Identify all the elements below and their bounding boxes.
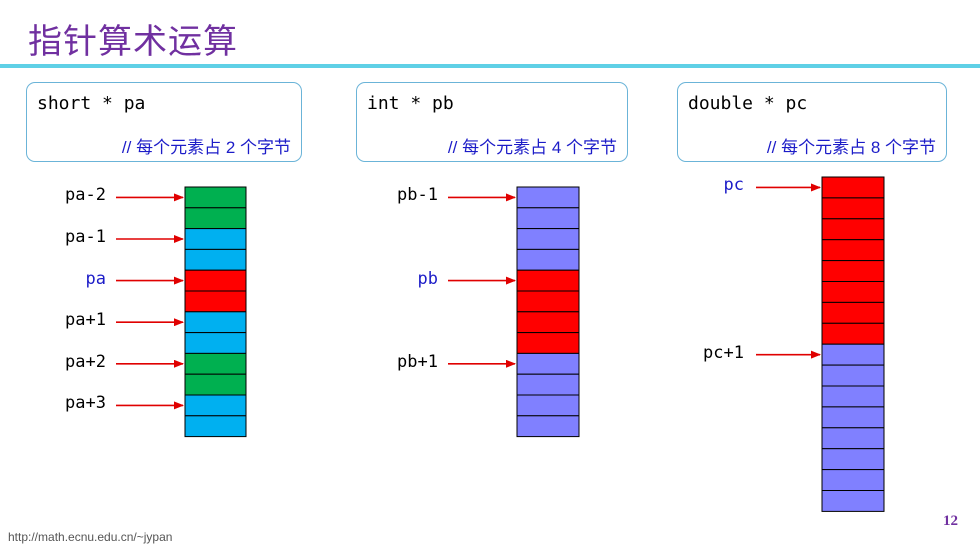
memory-byte-cell — [821, 197, 885, 220]
memory-byte-cell — [516, 186, 580, 209]
declaration-code: short * pa — [37, 93, 146, 114]
memory-byte-cell — [184, 290, 247, 313]
memory-byte-cell — [821, 322, 885, 345]
declaration-comment: // 每个元素占 8 个字节 — [766, 138, 936, 157]
pointer-label: pb+1 — [397, 351, 438, 372]
memory-byte-cell — [516, 311, 580, 334]
memory-byte-cell — [821, 427, 885, 450]
memory-byte-cell — [184, 248, 247, 271]
title-divider — [0, 64, 980, 68]
pointer-label: pb — [417, 268, 438, 289]
pointer-label: pb-1 — [397, 185, 438, 206]
memory-byte-cell — [516, 207, 580, 230]
declaration-box-int: int * pb // 每个元素占 4 个字节 — [356, 82, 628, 162]
memory-byte-cell — [821, 343, 885, 366]
memory-byte-cell — [821, 176, 885, 199]
pointer-label: pc+1 — [703, 342, 744, 363]
pointer-label: pc — [723, 175, 744, 196]
memory-byte-cell — [516, 352, 580, 375]
memory-byte-cell — [184, 373, 247, 396]
memory-byte-cell — [821, 364, 885, 387]
memory-byte-cell — [184, 228, 247, 250]
memory-byte-cell — [184, 207, 247, 230]
memory-byte-cell — [184, 394, 247, 417]
memory-byte-cell — [821, 469, 885, 492]
memory-byte-cell — [184, 332, 247, 354]
memory-byte-cell — [821, 448, 885, 471]
memory-byte-cell — [821, 406, 885, 429]
memory-byte-cell — [184, 311, 247, 334]
memory-byte-cell — [516, 228, 580, 250]
memory-byte-cell — [184, 269, 247, 292]
memory-byte-cell — [821, 239, 885, 262]
pointer-label: pa+2 — [65, 351, 106, 372]
memory-byte-cell — [821, 301, 885, 324]
memory-byte-cell — [516, 415, 580, 438]
memory-byte-cell — [516, 394, 580, 417]
footer-url: http://math.ecnu.edu.cn/~jypan — [8, 530, 173, 544]
declaration-box-short: short * pa // 每个元素占 2 个字节 — [26, 82, 302, 162]
memory-byte-cell — [184, 352, 247, 375]
memory-byte-cell — [184, 415, 247, 438]
declaration-code: double * pc — [688, 93, 808, 114]
memory-byte-cell — [821, 260, 885, 283]
slide-title: 指针算术运算 — [28, 22, 238, 62]
memory-byte-cell — [821, 218, 885, 241]
memory-byte-cell — [516, 373, 580, 396]
pointer-label: pa-2 — [65, 185, 106, 206]
pointer-label: pa+1 — [65, 310, 106, 331]
memory-byte-cell — [516, 332, 580, 354]
memory-byte-cell — [821, 490, 885, 512]
memory-byte-cell — [184, 186, 247, 209]
declaration-comment: // 每个元素占 4 个字节 — [447, 138, 617, 157]
declaration-comment: // 每个元素占 2 个字节 — [121, 138, 291, 157]
memory-byte-cell — [821, 385, 885, 408]
memory-byte-cell — [516, 290, 580, 313]
memory-byte-cell — [516, 269, 580, 292]
memory-byte-cell — [516, 248, 580, 271]
pointer-label: pa-1 — [65, 227, 106, 247]
declaration-box-double: double * pc // 每个元素占 8 个字节 — [677, 82, 947, 162]
declaration-code: int * pb — [367, 93, 454, 114]
memory-byte-cell — [821, 281, 885, 303]
pointer-label: pa+3 — [65, 393, 106, 414]
page-number: 12 — [943, 513, 958, 529]
pointer-label: pa — [85, 268, 106, 289]
